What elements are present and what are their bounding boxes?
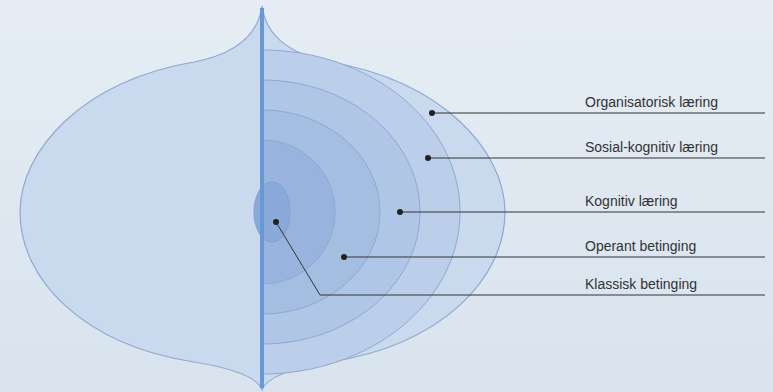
leader-dot: [429, 110, 435, 116]
layer-label: Organisatorisk læring: [585, 94, 718, 111]
center-line: [260, 8, 264, 388]
leader-line: [400, 212, 765, 213]
onion-outline: [20, 6, 505, 390]
leader-dot: [273, 219, 279, 225]
leader-dot: [425, 155, 431, 161]
onion-core: [254, 182, 290, 242]
leader-dot: [397, 209, 403, 215]
leader-dot: [341, 254, 347, 260]
leader-line: [432, 113, 765, 114]
layer-label: Sosial-kognitiv læring: [585, 139, 718, 156]
leader-line: [276, 222, 765, 295]
leader-lines: [276, 113, 765, 295]
leader-dots: [273, 110, 435, 260]
layer-label: Operant betinging: [585, 238, 696, 255]
leader-line: [344, 257, 765, 258]
layer-label: Klassisk betinging: [585, 276, 697, 293]
leader-line: [428, 158, 765, 159]
layer-label: Kognitiv læring: [585, 193, 678, 210]
